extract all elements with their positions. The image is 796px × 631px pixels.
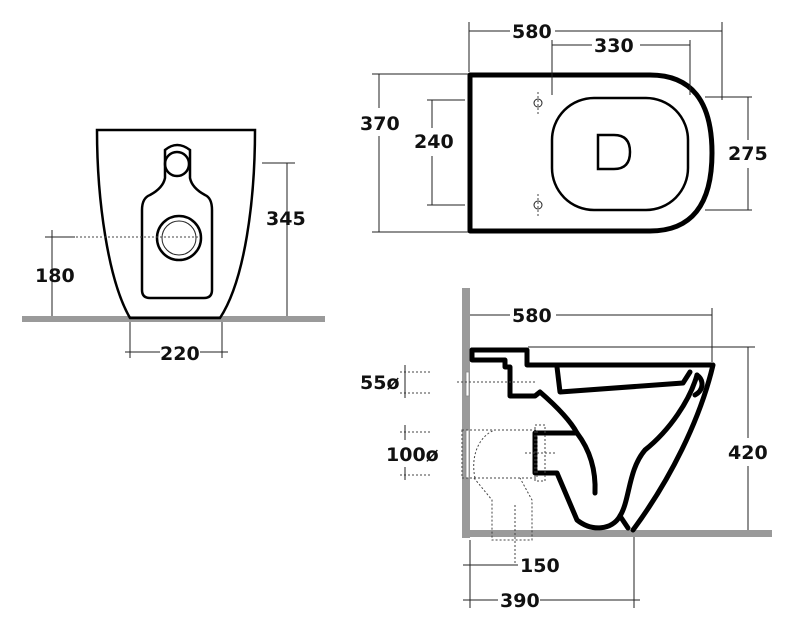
side-fixing-distance-label: 390: [500, 590, 540, 612]
fixing-spacing-label: 240: [414, 131, 454, 153]
fixing-hole: [533, 98, 543, 108]
flush-hole: [596, 133, 632, 171]
front-body-outline: [95, 128, 257, 320]
height-label: 345: [266, 208, 306, 230]
seat-width-label: 275: [728, 143, 768, 165]
top-length-label: 580: [512, 21, 552, 43]
outlet-connector: [461, 429, 538, 541]
wall: [462, 288, 470, 538]
seat-outline: [550, 96, 690, 212]
top-width-label: 370: [360, 113, 400, 135]
side-height-label: 420: [728, 442, 768, 464]
bowl-rim: [554, 364, 693, 395]
wall-outlet: [465, 429, 470, 479]
outlet-diameter-label: 100ø: [386, 444, 439, 466]
outlet-distance-label: 150: [520, 555, 560, 577]
fixing-hole: [533, 200, 543, 210]
outlet-inner-circle: [161, 220, 197, 256]
wall-inlet: [465, 371, 470, 397]
inlet-circle: [163, 150, 191, 178]
outlet-circle: [155, 214, 203, 262]
fixing-distance-label: 330: [594, 35, 634, 57]
rim-lip: [692, 372, 705, 398]
drain-height-label: 180: [35, 265, 75, 287]
base-width-label: 220: [160, 343, 200, 365]
floor-line: [462, 530, 772, 537]
bowl-body: [469, 347, 631, 531]
side-length-label: 580: [512, 305, 552, 327]
front-view: 345 180 220: [22, 128, 325, 365]
inlet-diameter-label: 55ø: [360, 372, 400, 394]
top-view: 580 330 370 240 275: [360, 21, 768, 234]
bowl-inner: [617, 372, 700, 519]
trapway: [574, 430, 598, 496]
side-view: 580 420 55ø 100ø 150 390: [360, 288, 772, 612]
rear-opening: [140, 143, 214, 300]
top-outline: [467, 72, 715, 234]
bowl-outer-top: [469, 347, 716, 533]
